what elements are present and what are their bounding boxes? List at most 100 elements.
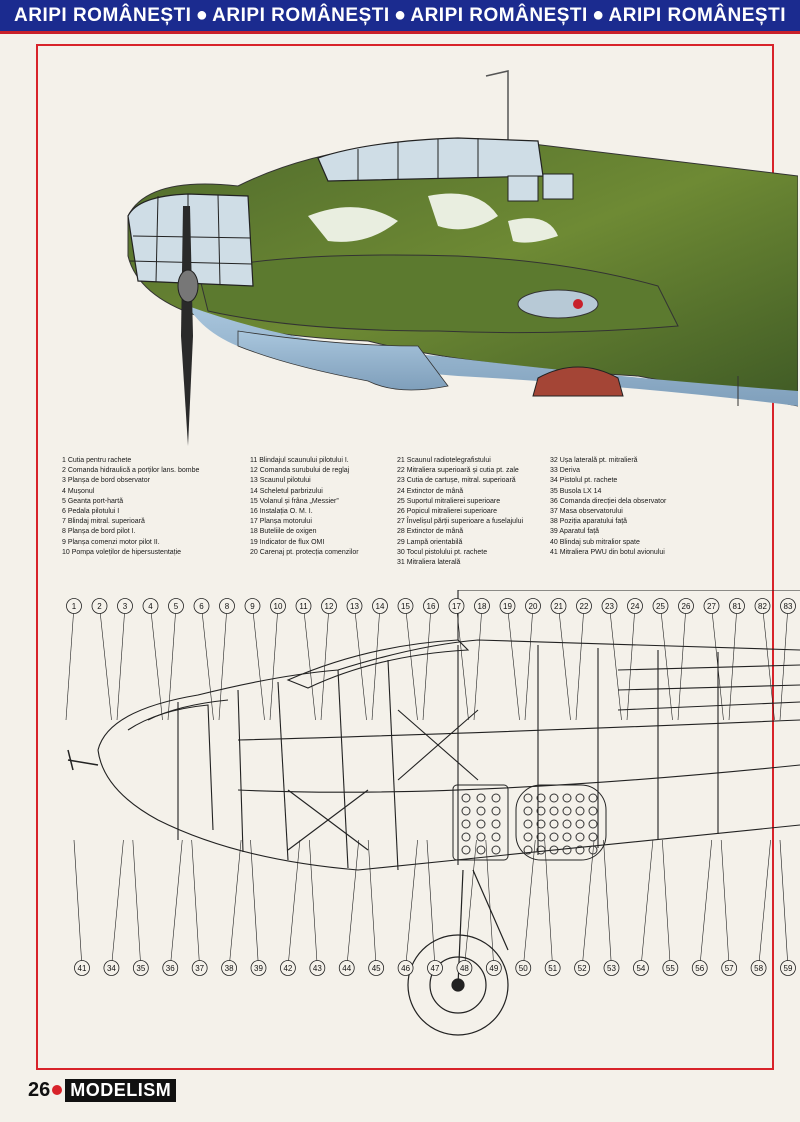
legend-item: 2 Comanda hidraulică a porților lans. bo…	[62, 467, 200, 475]
legend-item: 8 Planșa de bord pilot I.	[62, 528, 136, 536]
ammo-round	[575, 819, 585, 829]
callout-circle	[191, 960, 208, 976]
callout-number: 42	[283, 964, 292, 973]
callout-circle	[662, 960, 679, 976]
callout-number: 55	[666, 964, 675, 973]
banner-title: ARIPI ROMÂNEȘTI	[608, 4, 786, 26]
bullet-dot-icon: ●	[592, 4, 605, 26]
callout-circle	[132, 960, 149, 976]
callout-number: 38	[225, 964, 234, 973]
callout-leader-line	[287, 839, 301, 969]
ammo-round	[562, 819, 572, 829]
legend-item: 10 Pompa voleților de hipersustentație	[62, 548, 182, 556]
callout-number: 14	[376, 602, 385, 611]
callout-leader-line	[575, 605, 585, 721]
legend-item: 40 Blindaj sub mitralior spate	[550, 538, 640, 546]
ammo-round	[491, 806, 501, 816]
legend-item: 4 Mușonul	[62, 487, 95, 495]
bullet-dot-icon	[52, 1085, 63, 1095]
callout-circle	[456, 960, 473, 976]
callout-circle	[221, 960, 237, 976]
callout-circle	[244, 598, 261, 614]
ammo-round	[575, 832, 585, 842]
callout-leader-line	[662, 839, 671, 969]
callout-number: 83	[784, 602, 793, 611]
callout-number: 16	[427, 602, 436, 611]
callout-leader-line	[524, 605, 534, 721]
callout-leader-line	[522, 839, 536, 969]
legend-column-1: 1 Cutia pentru rachete 2 Comanda hidraul…	[62, 456, 199, 558]
legend-item: 3 Planșa de bord observator	[62, 477, 150, 485]
ammo-round	[523, 832, 533, 842]
ammo-round	[461, 832, 471, 842]
callout-number: 9	[250, 602, 255, 611]
callout-number: 41	[78, 964, 87, 973]
legend-column-3: 21 Scaunul radiotelegrafistului 22 Mitra…	[397, 456, 523, 568]
callout-number: 44	[342, 964, 351, 973]
callout-leader-line	[65, 605, 75, 721]
callout-number: 53	[607, 964, 616, 973]
legend-item: 19 Indicator de flux OMI	[250, 538, 325, 546]
callout-circle	[309, 960, 326, 976]
callout-leader-line	[456, 605, 469, 721]
callout-leader-line	[367, 839, 377, 969]
legend-item: 26 Popicul mitralierei superioare	[397, 508, 497, 516]
bullet-dot-icon: ●	[195, 4, 208, 26]
ammo-round	[588, 832, 598, 842]
banner-title: ARIPI ROMÂNEȘTI	[14, 4, 192, 26]
legend-item: 35 Busola LX 14	[550, 487, 602, 495]
callout-circle	[485, 960, 502, 976]
callout-number: 11	[299, 602, 308, 611]
legend-item: 1 Cutia pentru rachete	[62, 457, 132, 464]
ammo-round	[562, 832, 572, 842]
callout-leader-line	[303, 605, 316, 721]
callout-leader-line	[609, 605, 622, 721]
callout-leader-line	[779, 839, 789, 969]
callout-leader-line	[581, 839, 595, 969]
callout-circle	[142, 598, 159, 614]
callout-number: 6	[199, 602, 204, 611]
callout-leader-line	[73, 839, 83, 969]
callout-circle	[193, 598, 210, 614]
callout-number: 43	[313, 964, 322, 973]
callout-number: 25	[656, 602, 665, 611]
ammo-round	[549, 832, 559, 842]
callout-number: 59	[784, 964, 793, 973]
callout-circle	[321, 598, 337, 614]
callout-circle	[91, 598, 108, 614]
callout-leader-line	[309, 839, 318, 969]
callout-leader-line	[711, 605, 724, 721]
callout-leader-line	[507, 605, 520, 721]
callout-number: 15	[401, 602, 410, 611]
ammo-round	[491, 832, 501, 842]
callout-circle	[574, 960, 590, 976]
callout-circle	[397, 960, 414, 976]
callout-circle	[117, 598, 133, 614]
callout-number: 34	[107, 964, 116, 973]
callout-circle	[250, 960, 267, 976]
ammo-round	[476, 806, 486, 816]
callout-circle	[721, 960, 738, 976]
ammo-round	[523, 845, 533, 855]
callout-leader-line	[677, 605, 687, 721]
callout-leader-line	[132, 839, 142, 969]
ammo-round	[476, 793, 486, 803]
legend-item: 27 Învelișul părții superioare a fuselaj…	[397, 518, 524, 526]
callout-circle	[627, 598, 643, 614]
callout-number: 57	[725, 964, 734, 973]
callout-number: 48	[460, 964, 469, 973]
ammo-round	[562, 793, 572, 803]
callout-circle	[499, 598, 516, 614]
callout-circle	[576, 598, 592, 614]
callout-circle	[780, 960, 796, 976]
ammo-round	[523, 793, 533, 803]
callout-number: 23	[605, 602, 614, 611]
callout-leader-line	[169, 839, 183, 969]
callout-leader-line	[464, 839, 477, 969]
callout-number: 10	[274, 602, 283, 611]
callout-leader-line	[558, 605, 571, 721]
callout-number: 20	[529, 602, 538, 611]
callout-leader-line	[218, 605, 228, 721]
callout-number: 12	[325, 602, 334, 611]
